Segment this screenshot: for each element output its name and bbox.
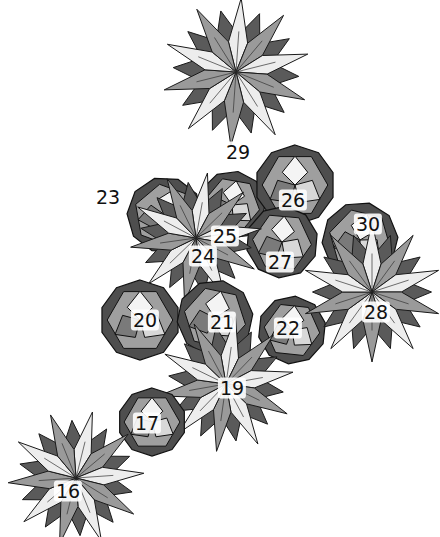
- callout-number: 21: [208, 312, 236, 333]
- rounded-polyhedron: [127, 178, 203, 251]
- rounded-polyhedron: [247, 206, 317, 278]
- stellated-polyhedron: [164, 0, 308, 146]
- callout-number: 29: [224, 142, 252, 163]
- rounded-polyhedron: [259, 296, 326, 364]
- callout-number: 20: [131, 310, 159, 331]
- callout-number: 19: [218, 378, 246, 399]
- callout-number: 16: [54, 481, 82, 502]
- callout-number: 27: [266, 252, 294, 273]
- callout-number: 26: [279, 190, 307, 211]
- callout-number: 22: [274, 318, 302, 339]
- callout-number: 17: [133, 413, 161, 434]
- callout-number: 28: [362, 302, 390, 323]
- callout-number: 23: [94, 187, 122, 208]
- rounded-polyhedron: [102, 280, 178, 360]
- callout-number: 24: [189, 246, 217, 267]
- stellated-polyhedron: [8, 412, 144, 537]
- callout-number: 25: [211, 226, 239, 247]
- callout-number: 30: [354, 214, 382, 235]
- rounded-polyhedron: [120, 388, 185, 456]
- stellated-polyhedron: [305, 222, 438, 362]
